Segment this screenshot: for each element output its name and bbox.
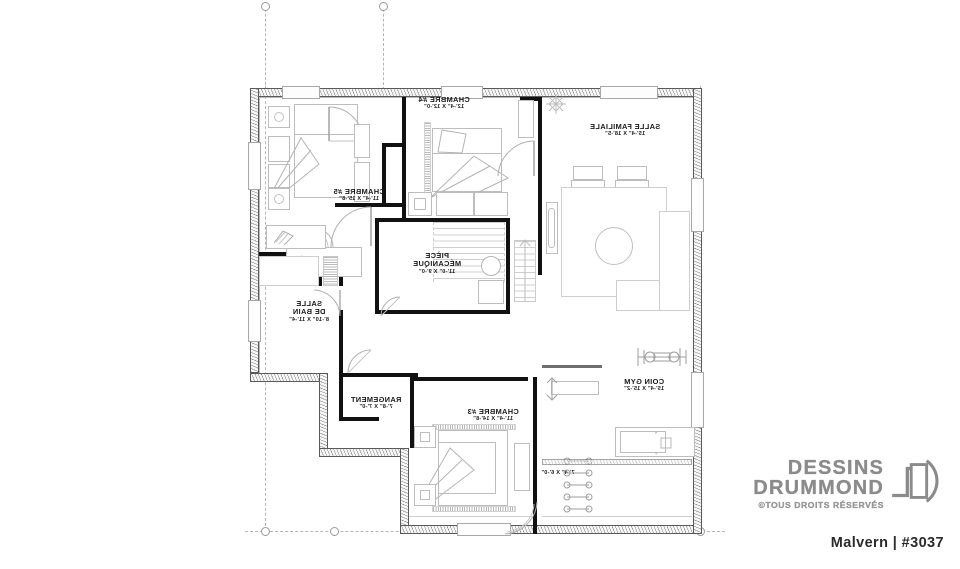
window (248, 142, 261, 190)
column-marker (261, 2, 270, 11)
bed-duvet (294, 134, 358, 198)
exterior-wall-lowerleft (400, 448, 409, 534)
armchair-back (617, 166, 647, 180)
window (248, 300, 261, 342)
shower (323, 256, 338, 286)
water-heater (481, 256, 501, 276)
armchair-back (573, 166, 603, 180)
window (282, 86, 320, 99)
lamp-icon (420, 432, 430, 442)
sink-icon (273, 230, 294, 246)
door-swing (380, 296, 401, 317)
brand-copyright: ©TOUS DROITS RÉSERVÉS (758, 500, 884, 510)
interior-wall (402, 143, 406, 221)
door-swing (347, 349, 372, 374)
closet-shelf (354, 162, 370, 202)
interior-wall (542, 365, 602, 368)
lamp-icon (420, 490, 430, 500)
window (441, 86, 483, 99)
interior-wall (375, 310, 510, 314)
pillow (268, 136, 290, 162)
exterior-wall-jog-bottom (319, 448, 409, 457)
lamp-icon (274, 194, 284, 204)
door-swing (497, 140, 535, 177)
window (457, 523, 511, 536)
construction-line (265, 4, 266, 90)
door-swing (330, 206, 372, 248)
brand-line-1: DESSINS (787, 457, 884, 479)
construction-line (383, 4, 384, 90)
bench-support (546, 377, 558, 401)
plan-title: Malvern | #3037 (830, 535, 944, 551)
window (600, 86, 658, 99)
treadmill-belt (620, 431, 666, 453)
exterior-wall-bottom (400, 525, 702, 534)
window-treatment (432, 506, 516, 512)
exterior-wall-left (250, 88, 259, 373)
furnace (478, 280, 504, 304)
interior-wall (339, 373, 414, 377)
room-label-chambre3: CHAMBRE #3 11'-4" X 14'-8" (467, 407, 519, 423)
exterior-wall-jog-left (319, 373, 328, 457)
interior-wall (375, 218, 510, 222)
interior-wall (375, 218, 379, 314)
interior-wall (339, 417, 379, 421)
construction-line (265, 86, 266, 531)
bed-duvet (438, 442, 496, 494)
dresser (474, 192, 508, 216)
column-marker (379, 2, 388, 11)
drummond-door-logo-icon (892, 459, 939, 503)
coffee-table (595, 227, 633, 265)
interior-wall (506, 218, 510, 314)
exterior-wall-jog-top (250, 373, 328, 382)
branding-block: DESSINS DRUMMOND ©TOUS DROITS RÉSERVÉS M… (714, 455, 946, 559)
interior-wall (538, 123, 542, 223)
window (691, 372, 704, 428)
closet-shelf (518, 100, 534, 138)
door-swing (504, 501, 538, 535)
interior-wall (538, 223, 542, 275)
vanity-counter (266, 225, 326, 249)
room-label-rangement: RANGEMENT 7'-8" X 7'-0" (350, 395, 402, 411)
exterior-wall-right (693, 88, 702, 534)
column-marker (330, 527, 339, 536)
window (691, 178, 704, 232)
pillow (437, 129, 467, 154)
interior-wall (382, 143, 386, 205)
closet-shelf (354, 124, 370, 158)
lamp-icon (414, 198, 426, 210)
column-marker (261, 527, 270, 536)
room-label-coin-gym: COIN GYM 15'-4" X 15'-2" (623, 377, 665, 393)
tv-screen (548, 208, 555, 248)
closet-shelf (514, 443, 530, 491)
interior-wall (339, 310, 343, 373)
bathtub-surround (259, 256, 319, 286)
interior-wall (339, 373, 343, 421)
interior-wall (402, 97, 406, 159)
stair-direction-arrow (519, 239, 531, 302)
wall-inner-face (259, 97, 260, 373)
interior-wall (414, 377, 528, 381)
wall-inner-face (542, 516, 692, 517)
wall-inner-face (409, 516, 533, 517)
brand-line-2: DRUMMOND (753, 477, 884, 499)
interior-wall (520, 97, 542, 101)
sofa-outline (659, 211, 690, 311)
interior-wall (335, 203, 406, 207)
slab-edge (542, 459, 692, 465)
door-swing (313, 289, 341, 317)
dresser (436, 192, 474, 216)
interior-wall (538, 97, 542, 123)
interior-wall (414, 373, 418, 381)
weight-bench-icon (637, 348, 687, 366)
room-label-salle-familiale: SALLE FAMILIALE 15'-4" X 18'-5" (589, 122, 661, 138)
lamp-icon (274, 112, 284, 122)
treadmill-console (655, 431, 672, 455)
snowflake-icon (546, 94, 566, 114)
interior-wall (382, 143, 406, 147)
interior-wall (533, 377, 537, 534)
interior-wall (410, 373, 414, 448)
